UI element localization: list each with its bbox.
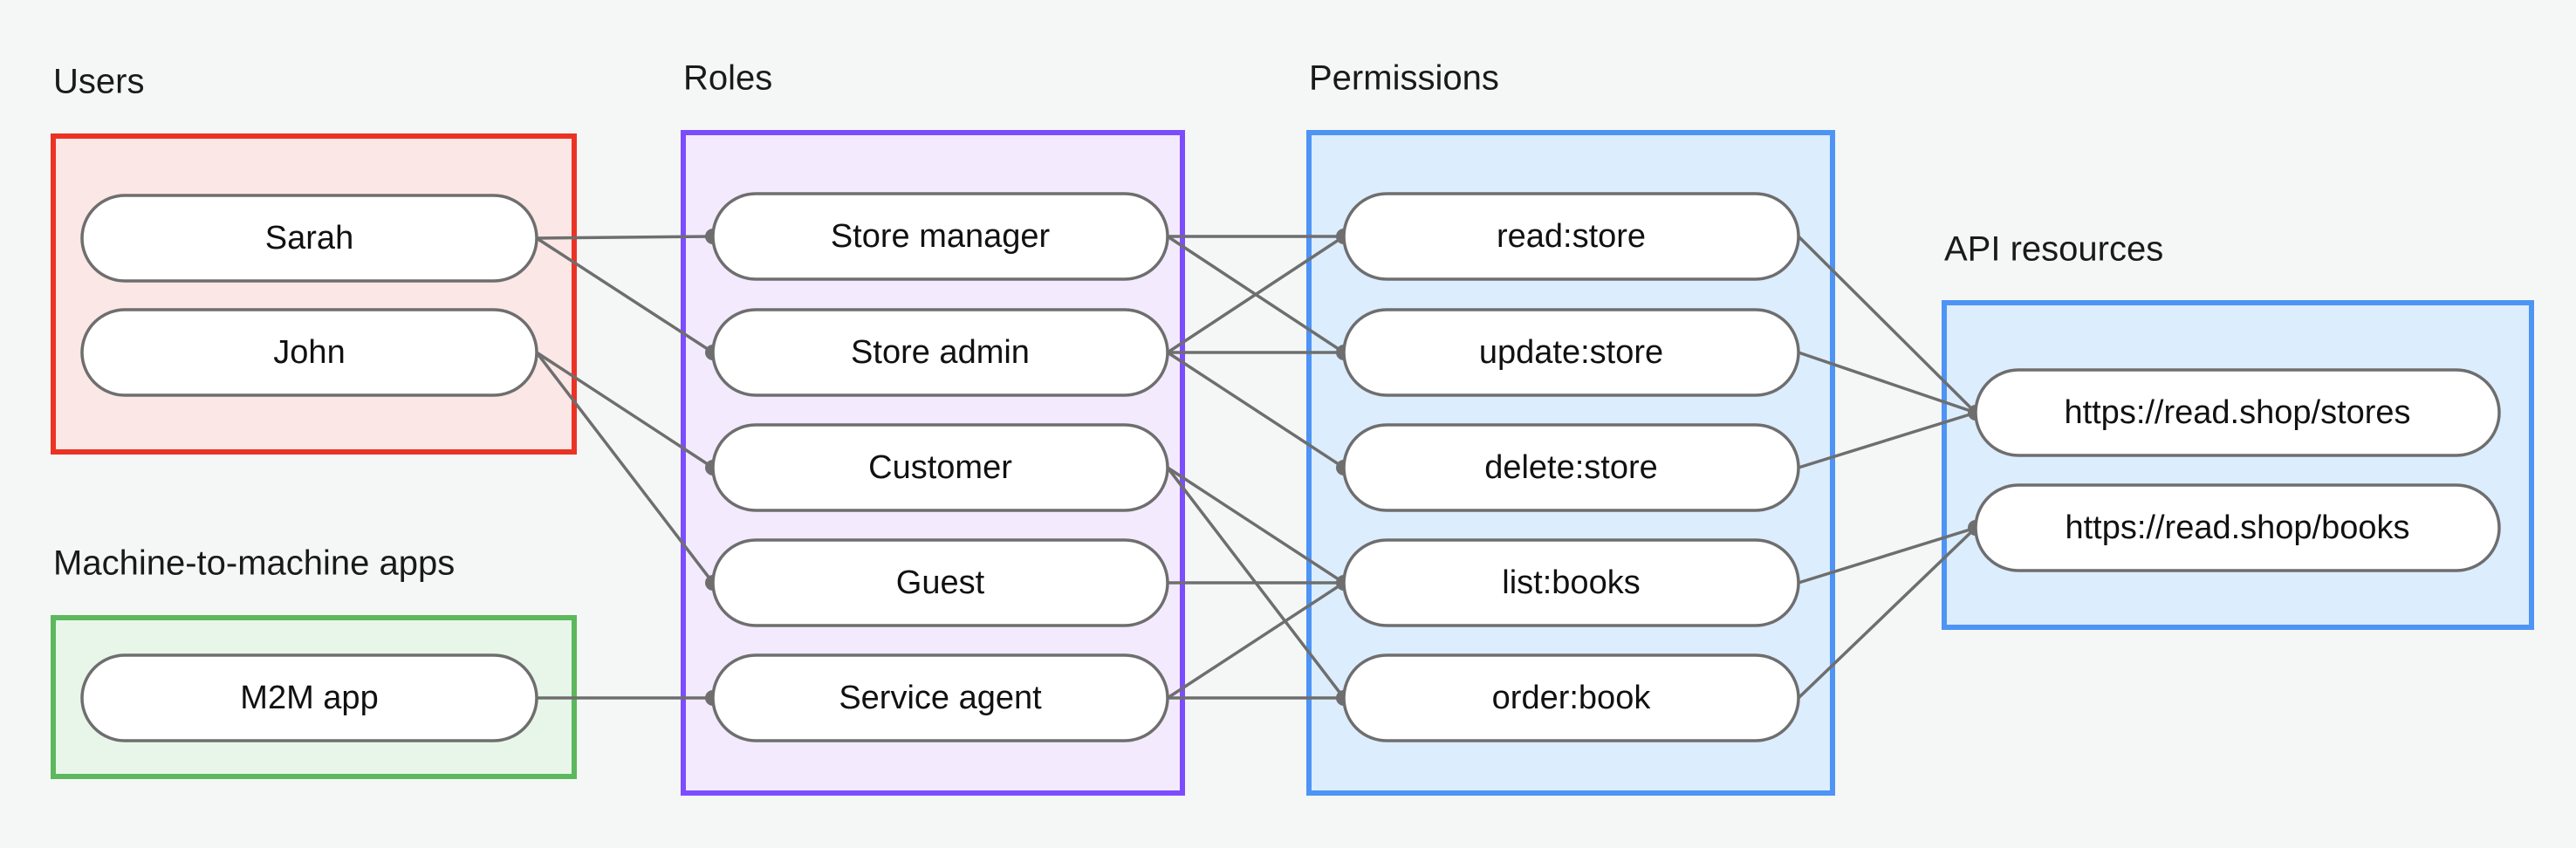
node-shape-res_books — [1974, 483, 2501, 572]
group-title-permissions: Permissions — [1309, 59, 1499, 98]
node-shape-list_books — [1342, 538, 1800, 627]
node-res_stores[interactable]: https://read.shop/stores — [1974, 368, 2501, 457]
node-john[interactable]: John — [80, 308, 538, 397]
node-guest[interactable]: Guest — [711, 538, 1169, 627]
node-label-guest: Guest — [896, 564, 985, 601]
node-list_books[interactable]: list:books — [1342, 538, 1800, 627]
node-label-store_manager: Store manager — [831, 218, 1051, 255]
edge-john-to-customer — [536, 351, 714, 469]
edge-delete_store-to-res_stores — [1798, 411, 1977, 469]
edge-update_store-to-res_stores — [1798, 351, 1977, 414]
node-shape-guest — [711, 538, 1169, 627]
node-customer[interactable]: Customer — [711, 423, 1169, 512]
node-update_store[interactable]: update:store — [1342, 308, 1800, 397]
node-label-sarah: Sarah — [265, 220, 353, 256]
node-res_books[interactable]: https://read.shop/books — [1974, 483, 2501, 572]
edge-read_store-to-res_stores — [1797, 235, 1977, 414]
edge-service_agent-to-list_books — [1167, 581, 1345, 700]
node-shape-customer — [711, 423, 1169, 512]
node-shape-sarah — [80, 194, 538, 283]
node-store_admin[interactable]: Store admin — [711, 308, 1169, 397]
group-title-roles: Roles — [683, 59, 772, 98]
node-shape-res_stores — [1974, 368, 2501, 457]
node-read_store[interactable]: read:store — [1342, 192, 1800, 281]
edge-customer-to-list_books — [1167, 466, 1345, 585]
node-label-res_books: https://read.shop/books — [2065, 509, 2409, 546]
node-delete_store[interactable]: delete:store — [1342, 423, 1800, 512]
node-label-john: John — [273, 334, 345, 371]
node-shape-service_agent — [711, 653, 1169, 742]
edge-john-to-guest — [535, 351, 715, 585]
node-shape-read_store — [1342, 192, 1800, 281]
edge-sarah-to-store_manager — [536, 235, 714, 240]
node-m2mapp[interactable]: M2M app — [80, 653, 538, 742]
group-title-m2m: Machine-to-machine apps — [53, 544, 455, 583]
node-label-delete_store: delete:store — [1484, 449, 1658, 486]
node-shape-john — [80, 308, 538, 397]
edge-store_admin-to-read_store — [1167, 235, 1345, 354]
node-label-service_agent: Service agent — [839, 680, 1042, 716]
node-order_book[interactable]: order:book — [1342, 653, 1800, 742]
node-label-store_admin: Store admin — [851, 334, 1030, 371]
node-label-order_book: order:book — [1492, 680, 1652, 716]
node-shape-store_admin — [711, 308, 1169, 397]
group-title-api_resources: API resources — [1944, 230, 2163, 269]
edge-sarah-to-store_admin — [536, 236, 714, 354]
node-label-read_store: read:store — [1497, 218, 1646, 255]
node-service_agent[interactable]: Service agent — [711, 653, 1169, 742]
group-title-users: Users — [53, 63, 144, 101]
node-label-m2mapp: M2M app — [240, 680, 378, 716]
edge-order_book-to-res_books — [1797, 526, 1977, 700]
group-box-api_resources — [1942, 300, 2534, 630]
group-box-users — [51, 133, 577, 455]
edge-store_admin-to-delete_store — [1167, 351, 1345, 469]
node-shape-update_store — [1342, 308, 1800, 397]
edge-list_books-to-res_books — [1798, 526, 1977, 585]
node-label-update_store: update:store — [1479, 334, 1663, 371]
node-shape-delete_store — [1342, 423, 1800, 512]
node-store_manager[interactable]: Store manager — [711, 192, 1169, 281]
node-label-customer: Customer — [868, 449, 1012, 486]
node-shape-store_manager — [711, 192, 1169, 281]
node-label-list_books: list:books — [1502, 564, 1640, 601]
node-sarah[interactable]: Sarah — [80, 194, 538, 283]
node-shape-order_book — [1342, 653, 1800, 742]
node-label-res_stores: https://read.shop/stores — [2064, 394, 2410, 431]
node-shape-m2mapp — [80, 653, 538, 742]
